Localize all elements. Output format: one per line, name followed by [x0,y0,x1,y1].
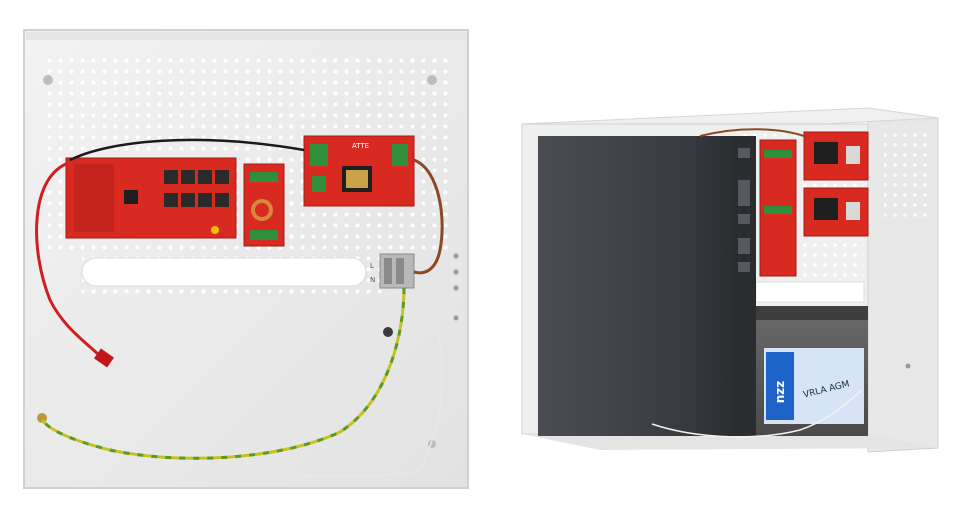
battery-top [756,306,868,320]
switch-pcb-left-section [74,164,114,232]
right-enclosure: nzz VRLA AGM [521,107,939,453]
switch-board [65,157,237,239]
switch-chip [124,190,138,204]
terminal-label-n: N [370,276,375,284]
left-case-top-rim [26,32,466,40]
extension-terminal [250,172,278,182]
left-side-hole-1 [453,253,459,259]
right-side-hole [905,363,911,369]
rj45-port [181,193,195,207]
rj45-port [198,170,212,184]
battery-brand: nzz [773,381,787,404]
device-port [738,238,750,254]
battery: nzz VRLA AGM [756,306,868,436]
right-cable-white [651,389,863,438]
earth-bolt-upper [383,327,393,337]
rj45-port [164,193,178,207]
cable-white [269,299,444,478]
switch-capacitor [211,226,219,234]
right-vertical-terminal [764,206,792,214]
right-psu-lower-capacitor [846,202,860,220]
battery-label-band [766,352,794,420]
psu-terminal-left [310,144,328,166]
device-port [738,148,750,158]
right-cable-slot [755,281,865,303]
earth-bolt-lower [37,413,47,423]
rj45-port [215,170,229,184]
gray-device [538,136,756,436]
mains-terminal-block: L N [370,253,415,289]
left-side-hole-2 [453,269,459,275]
psu-brand-label: ATTE [352,142,369,150]
rj45-port-grid [164,170,229,207]
device-port [738,262,750,272]
extension-board [243,163,285,247]
right-pcb-stack [759,131,869,277]
extension-inductor [251,199,273,221]
right-psu-upper-transformer [814,142,838,164]
right-psu-lower-transformer [814,198,838,220]
psu-transformer-core [346,170,368,188]
rj45-port [198,193,212,207]
right-vertical-terminal [764,150,792,158]
left-keyhole-2 [427,75,437,85]
red-connector [94,348,114,368]
psu-board: ATTE [303,135,415,207]
right-case-floor [522,434,938,450]
device-side [734,136,756,436]
terminal-label-l: L [370,262,374,270]
cable-earth-stripe [40,287,406,460]
rj45-port [215,193,229,207]
terminal-slot [384,258,392,284]
device-front [538,136,734,436]
device-port [738,214,750,224]
left-cable-slot [81,257,367,287]
device-port [738,180,750,206]
cable-black [69,138,305,162]
right-side-vents [884,126,932,222]
right-cable-brown [699,128,805,137]
right-psu-upper-capacitor [846,146,860,164]
psu-terminal-bottom [312,176,326,192]
left-side-hole-4 [453,315,459,321]
rj45-port [181,170,195,184]
left-side-hole-3 [453,285,459,291]
cable-red [35,162,106,362]
cable-brown [413,158,444,275]
terminal-slot [396,258,404,284]
extension-terminal-bottom [250,230,278,240]
rj45-port [164,170,178,184]
left-keyhole-1 [43,75,53,85]
left-enclosure: ATTE L N [23,29,469,489]
psu-terminal-right [392,144,408,166]
